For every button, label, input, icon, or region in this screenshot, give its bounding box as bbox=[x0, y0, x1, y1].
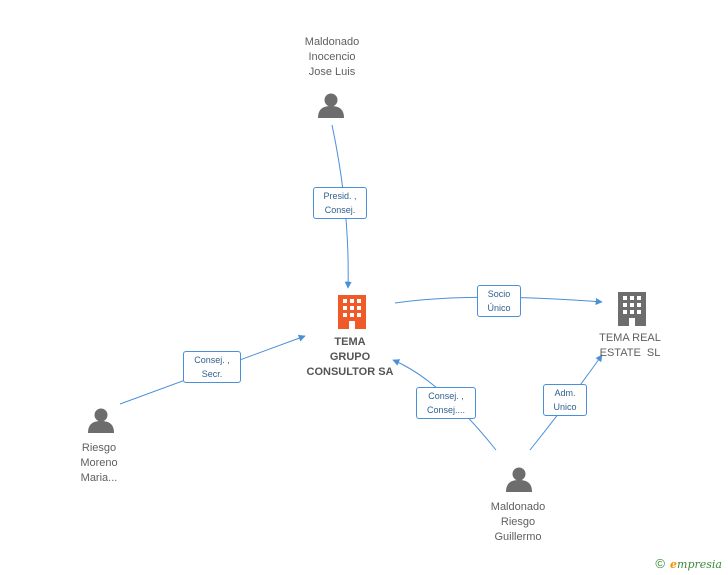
brand-initial: e bbox=[670, 558, 678, 571]
node-label-tema-grupo[interactable]: TEMA GRUPO CONSULTOR SA bbox=[295, 335, 405, 380]
building-icon[interactable] bbox=[338, 295, 366, 329]
edge-label-line: Socio bbox=[487, 289, 511, 299]
edge-label-line: Presid. , bbox=[323, 191, 357, 201]
person-icon[interactable] bbox=[318, 93, 344, 119]
edge-label-line: Consej. bbox=[324, 205, 356, 215]
node-label-riesgo-moreno[interactable]: Riesgo Moreno Maria... bbox=[59, 441, 139, 486]
node-label-line: Inocencio bbox=[308, 51, 356, 63]
copyright-footer: © empresia bbox=[655, 556, 722, 571]
node-label-line: Maria... bbox=[80, 472, 118, 484]
node-label-line: CONSULTOR SA bbox=[306, 366, 394, 378]
edge-label-presid[interactable]: Presid. , Consej. bbox=[313, 187, 367, 219]
node-label-tema-real-estate[interactable]: TEMA REAL ESTATE SL bbox=[584, 331, 676, 361]
edge-label-line: Secr. bbox=[201, 369, 223, 379]
node-label-line: Jose Luis bbox=[308, 66, 356, 78]
node-label-line: Maldonado bbox=[304, 36, 360, 48]
edge-label-line: Consej.... bbox=[426, 405, 466, 415]
empresia-logo[interactable]: empresia bbox=[670, 558, 722, 571]
brand-rest: mpresia bbox=[677, 558, 722, 571]
node-label-line: Riesgo bbox=[500, 516, 536, 528]
edge-label-socio[interactable]: Socio Único bbox=[477, 285, 521, 317]
edge-label-line: Consej. , bbox=[194, 355, 230, 365]
edge-label-line: Único bbox=[487, 303, 511, 313]
node-label-line: Moreno bbox=[80, 457, 118, 469]
edge-label-line: Consej. , bbox=[428, 391, 464, 401]
edge-label-consej-consej[interactable]: Consej. , Consej.... bbox=[416, 387, 476, 419]
node-label-line: Maldonado bbox=[490, 501, 546, 513]
edge-label-consej-secr[interactable]: Consej. , Secr. bbox=[183, 351, 241, 383]
node-label-line: TEMA REAL bbox=[599, 332, 661, 344]
node-label-line: Riesgo bbox=[81, 442, 117, 454]
edge-label-line: Adm. bbox=[554, 388, 576, 398]
node-label-line: GRUPO bbox=[329, 351, 371, 363]
node-label-line: Guillermo bbox=[494, 531, 542, 543]
person-icon[interactable] bbox=[88, 408, 114, 434]
person-icon[interactable] bbox=[506, 467, 532, 493]
node-label-line: ESTATE SL bbox=[599, 347, 661, 359]
copyright-symbol: © bbox=[655, 556, 665, 571]
edge-label-line: Unico bbox=[553, 402, 577, 412]
edge-label-adm[interactable]: Adm. Unico bbox=[543, 384, 587, 416]
node-label-maldonado-riesgo[interactable]: Maldonado Riesgo Guillermo bbox=[472, 500, 564, 545]
node-label-line: TEMA bbox=[334, 336, 366, 348]
building-icon[interactable] bbox=[618, 292, 646, 326]
node-label-maldonado-inocencio[interactable]: Maldonado Inocencio Jose Luis bbox=[282, 35, 382, 80]
